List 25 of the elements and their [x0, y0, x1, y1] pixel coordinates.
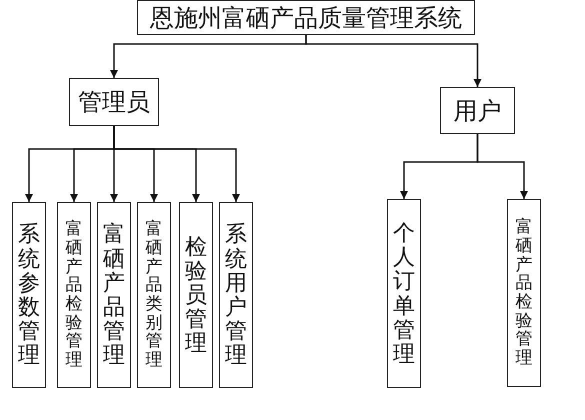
box-label: 富硒产品类别管理	[146, 220, 162, 370]
box-label: 检验员管理	[185, 234, 207, 356]
arrow	[476, 134, 528, 199]
function-box	[57, 202, 91, 388]
module-box	[69, 78, 159, 126]
box-label: 系统用户管理	[225, 222, 247, 368]
box-label: 富硒产品管理	[103, 222, 125, 368]
box-label: 系统参数管理	[18, 222, 40, 368]
box-label: 富硒产品检验管理	[516, 218, 532, 368]
function-box	[387, 199, 421, 388]
function-box	[507, 199, 541, 387]
box-label: 富硒产品检验管理	[66, 220, 82, 370]
function-box	[12, 202, 46, 388]
function-box	[97, 202, 131, 388]
box-label: 恩施州富硒产品质量管理系统	[150, 4, 462, 34]
function-box	[137, 202, 171, 388]
arrow	[113, 126, 240, 202]
arrow	[305, 35, 482, 87]
function-box	[179, 202, 213, 388]
box-label: 管理员	[78, 89, 150, 118]
module-box	[137, 0, 475, 35]
function-box	[219, 202, 253, 388]
box-label: 个人订单管理	[393, 220, 415, 366]
box-label: 用户	[454, 98, 502, 126]
module-box	[440, 87, 515, 134]
